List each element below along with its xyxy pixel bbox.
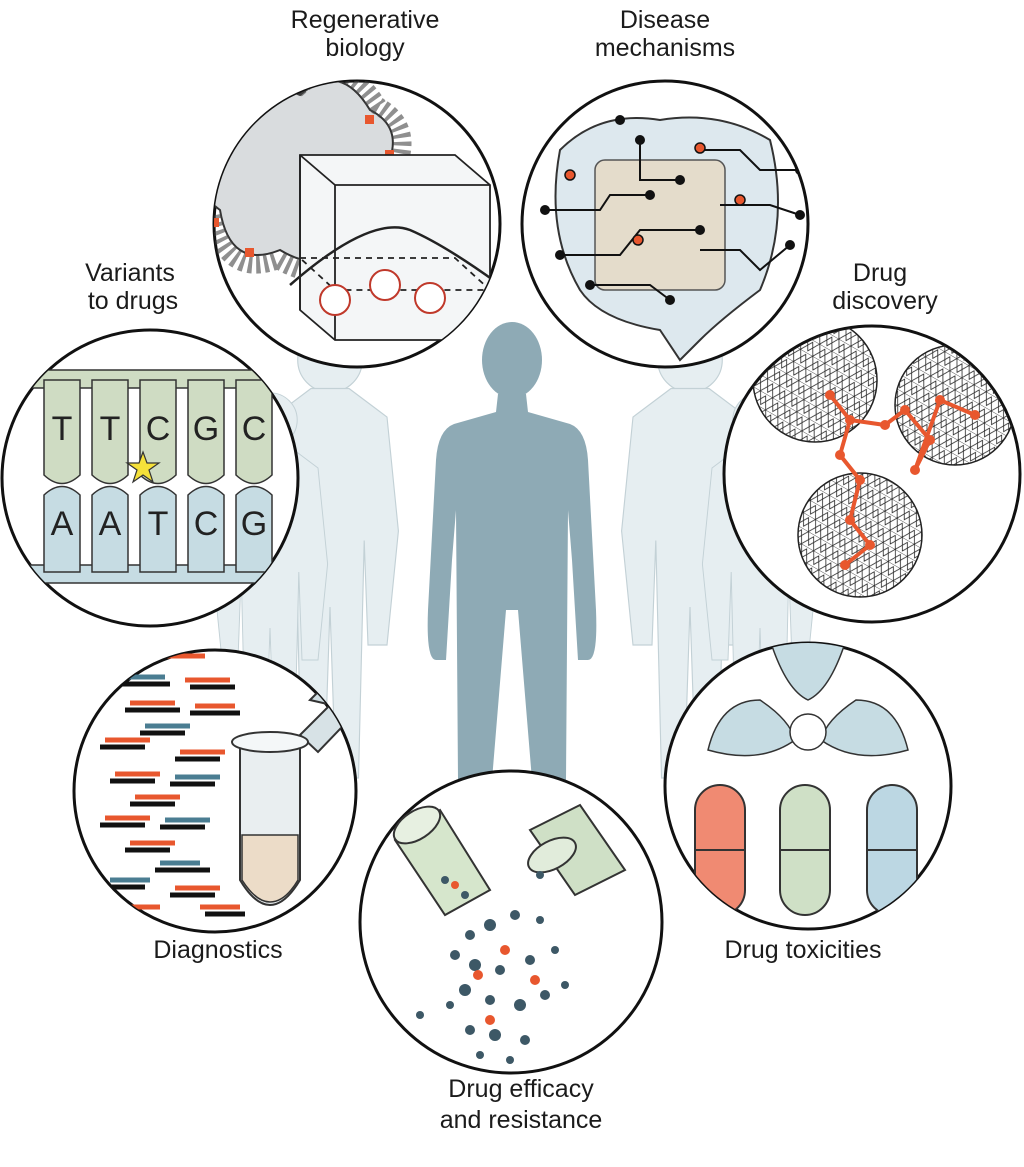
label-variants-line2: to drugs [88,287,178,315]
label-toxicities: Drug toxicities [725,936,882,964]
bottom-strand-letters: A A T C G [51,505,268,543]
top-base-1: T [52,410,73,448]
top-base-3: C [146,410,171,448]
bottom-base-4: C [194,505,219,543]
sample-tube [231,731,309,907]
bottom-base-2: A [99,505,122,543]
label-diagnostics: Diagnostics [153,936,282,964]
capsule-blue [866,784,918,916]
labels: Regenerative biology Disease mechanisms … [85,6,938,1134]
circuit-lines [545,140,801,301]
variant-star-icon [125,450,161,484]
top-base-4: G [193,410,219,448]
label-efficacy-line2: and resistance [440,1106,603,1134]
drug-efficacy-circle [358,769,664,1075]
top-base-2: T [100,410,121,448]
label-efficacy-line1: Drug efficacy [448,1075,594,1103]
open-capsule-left [392,805,492,917]
top-strand-letters: T T C G C [52,410,267,448]
dna-helix-dots [416,871,569,1064]
variants-to-drugs-circle: T T C G C A A T C G [0,328,300,628]
biohazard-icon [707,643,909,757]
culture-box [289,154,500,341]
label-discovery-line1: Drug [853,259,907,287]
top-base-5: C [242,410,267,448]
label-regenerative-line1: Regenerative [291,6,440,34]
label-disease-line2: mechanisms [595,34,735,62]
organoid-spheres [319,269,446,316]
label-disease-line1: Disease [620,6,710,34]
open-capsule-right [527,803,627,897]
dna-orange-dots [451,881,540,1025]
top-strand-bases [43,379,273,485]
bottom-base-5: G [241,505,267,543]
bottom-base-1: A [51,505,74,543]
regenerative-biology-circle [212,79,502,369]
label-variants-line1: Variants [85,259,175,287]
capsule-red [694,784,746,916]
intestine-inner [594,159,726,291]
label-regenerative-line2: biology [325,34,405,62]
disease-mechanisms-circle [520,79,810,369]
drug-discovery-circle [722,324,1022,624]
label-discovery-line2: discovery [832,287,938,315]
bottom-strand-bases [43,485,273,573]
diagnostics-circle [72,648,358,934]
drug-toxicities-circle [663,641,953,931]
capsule-green [779,784,831,916]
bottom-base-3: T [148,505,169,543]
central-human-figure [427,322,597,780]
